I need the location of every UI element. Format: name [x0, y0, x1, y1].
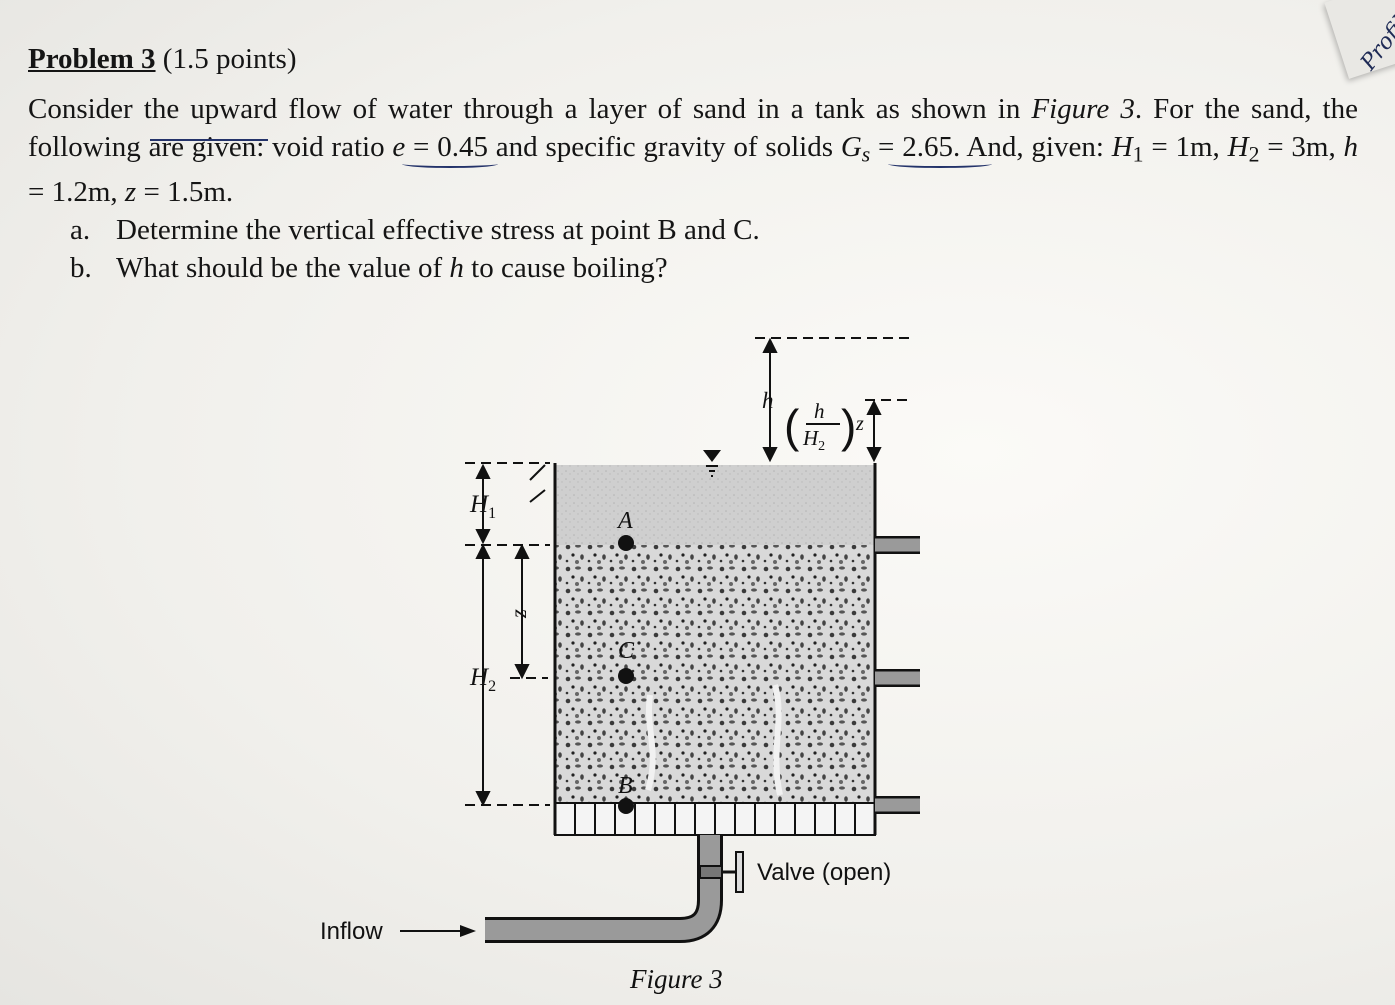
- point-markers: A C B: [616, 508, 635, 814]
- gs-subscript: s: [861, 142, 871, 167]
- h1-symbol: H: [1111, 131, 1133, 163]
- question-a: a. Determine the vertical effective stre…: [70, 211, 1358, 249]
- question-b-label: b.: [70, 252, 92, 285]
- inflow-arrow-head: [460, 925, 476, 937]
- z-symbol: z: [124, 176, 137, 209]
- h-symbol: h: [1343, 131, 1359, 163]
- intro-text-4: . And, given:: [952, 131, 1112, 163]
- figure-reference: Figure 3: [1031, 93, 1135, 125]
- dim-h2-label: H2: [469, 664, 496, 695]
- z-value: = 1.5m.: [136, 176, 234, 209]
- inflow-annotation: Inflow: [320, 918, 476, 945]
- question-b: b. What should be the value of h to caus…: [70, 249, 1358, 287]
- intro-text-1: Consider the upward flow of water throug…: [28, 93, 1032, 125]
- problem-points: (1.5 points): [162, 43, 297, 75]
- h2-subscript: 2: [1248, 142, 1260, 167]
- void-ratio-value: = 0.45: [405, 131, 488, 163]
- gs-symbol: G: [840, 131, 862, 163]
- intro-text-3: and specific gravity of solids: [487, 131, 841, 163]
- pen-strike-given: [150, 139, 268, 141]
- piezometer-b: [875, 796, 920, 814]
- intro-text-2: . For the sand, the following are given:…: [28, 93, 1358, 163]
- flow-channel-left: [645, 694, 656, 791]
- flow-channel-right: [772, 684, 783, 796]
- dim-h-label: h: [762, 388, 774, 413]
- valve-label: Valve (open): [757, 859, 891, 886]
- void-ratio-symbol: e: [392, 131, 406, 163]
- sand-layer: [555, 545, 875, 803]
- question-b-variable: h: [449, 252, 464, 285]
- tank-figure: A C B H1 H2 z h ( h H2 ): [320, 337, 920, 994]
- point-b-label: B: [618, 773, 633, 799]
- question-a-text: Determine the vertical effective stress …: [116, 214, 760, 247]
- dim-h1-label: H1: [469, 491, 496, 522]
- pen-underline-gs: [888, 160, 992, 168]
- dimension-lines: [465, 337, 910, 807]
- figure-caption: Figure 3: [629, 964, 723, 994]
- question-list: a. Determine the vertical effective stre…: [28, 211, 1358, 287]
- fraction-numerator: h: [814, 399, 825, 423]
- inflow-pipe: [485, 835, 744, 943]
- tank: [553, 450, 877, 836]
- h2-value: = 3m,: [1259, 131, 1344, 163]
- valve-handle: [735, 851, 744, 893]
- problem-statement: Consider the upward flow of water throug…: [28, 90, 1358, 211]
- question-b-text-2: to cause boiling?: [463, 252, 668, 285]
- h1-subscript: 1: [1132, 142, 1144, 167]
- point-a-dot: [618, 535, 634, 551]
- water-above-sand: [555, 465, 875, 545]
- question-a-label: a.: [70, 214, 91, 247]
- inflow-label: Inflow: [320, 918, 383, 945]
- valve-body: [699, 865, 723, 879]
- problem-title: Problem 3: [28, 43, 156, 75]
- question-b-text-1: What should be the value of: [116, 252, 450, 285]
- fraction-left-paren: (: [784, 400, 800, 452]
- point-c-label: C: [618, 638, 635, 664]
- pen-underline-void-ratio: [402, 160, 498, 168]
- point-b-dot: [618, 798, 634, 814]
- piezometer-a: [875, 536, 920, 554]
- h1-value: = 1m,: [1143, 131, 1228, 163]
- piezometer-c: [875, 669, 920, 687]
- fraction-right-paren: ): [841, 400, 856, 452]
- point-c-dot: [618, 668, 634, 684]
- problem-block: Problem 3 (1.5 points) Consider the upwa…: [28, 40, 1358, 287]
- h-value: = 1.2m,: [28, 176, 125, 209]
- dim-z-label: z: [506, 609, 531, 619]
- fraction-z: z: [855, 413, 864, 435]
- problem-heading: Problem 3 (1.5 points): [28, 40, 1358, 78]
- dimension-labels: H1 H2 z h ( h H2 ) z: [469, 388, 864, 695]
- fraction-denominator: H2: [802, 426, 825, 454]
- water-surface-symbol: [703, 450, 721, 477]
- gs-value: = 2.65: [870, 131, 953, 163]
- h2-symbol: H: [1227, 131, 1249, 163]
- point-a-label: A: [616, 508, 633, 534]
